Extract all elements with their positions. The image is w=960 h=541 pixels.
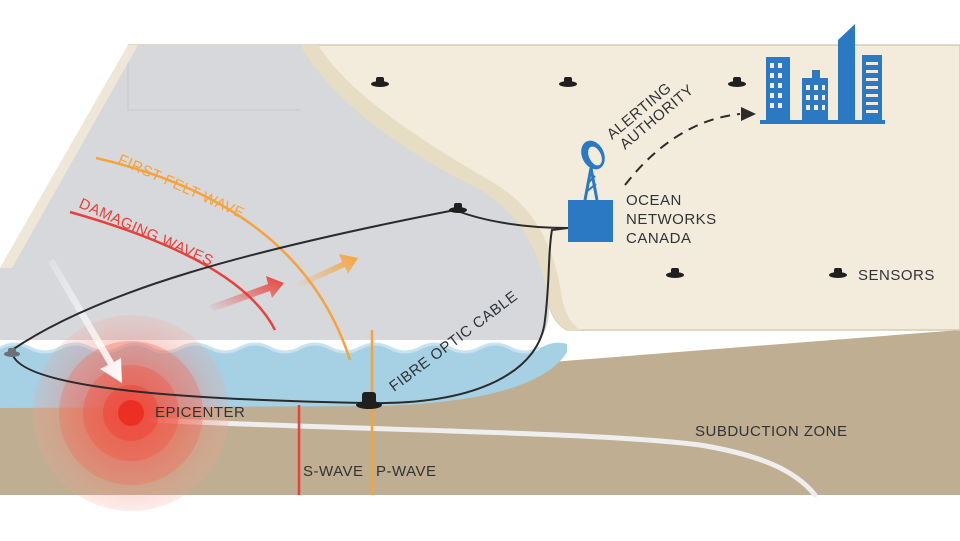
ocean-label: OCEAN [626, 192, 682, 209]
epicenter-label: EPICENTER [155, 404, 245, 421]
p-wave-label: P-WAVE [376, 463, 437, 480]
first-felt-wave-arc [95, 156, 352, 361]
fibre-optic-cable [10, 227, 569, 405]
damaging-wave-arrow-icon [210, 276, 284, 312]
damaging-waves-arc [69, 210, 277, 331]
coastline-shelf [300, 45, 580, 330]
city-windows [770, 62, 878, 113]
white-arrow-icon [48, 259, 122, 383]
land-cable [11, 208, 569, 351]
first-felt-arrow-icon [296, 254, 358, 288]
sensor-disc-icon [666, 268, 684, 278]
sensor-disc-icon [449, 203, 467, 213]
sensor-disc-icon [829, 268, 847, 278]
epicenter-core [118, 400, 144, 426]
canada-label: CANADA [626, 230, 692, 247]
seafloor-inner-edge [127, 45, 300, 111]
sensor-disc-icon [559, 77, 577, 87]
sensor-disc-icon [4, 348, 20, 357]
s-wave-label: S-WAVE [303, 463, 364, 480]
radio-dish-tower-icon [568, 140, 613, 242]
alert-dashed-arrow [624, 113, 741, 186]
sensor-disc-icon [728, 77, 746, 87]
networks-label: NETWORKS [626, 211, 717, 228]
subduction-zone-curve [147, 417, 818, 498]
subduction-zone-label: SUBDUCTION ZONE [695, 423, 848, 440]
block-left-wall [0, 45, 138, 268]
sensor-disc-icon [371, 77, 389, 87]
sensors-label: SENSORS [858, 267, 935, 284]
earth-block [0, 330, 960, 495]
seafloor-sensor-icon [356, 392, 382, 409]
alert-arrow-head-icon [741, 107, 756, 121]
seafloor-area [0, 45, 549, 340]
